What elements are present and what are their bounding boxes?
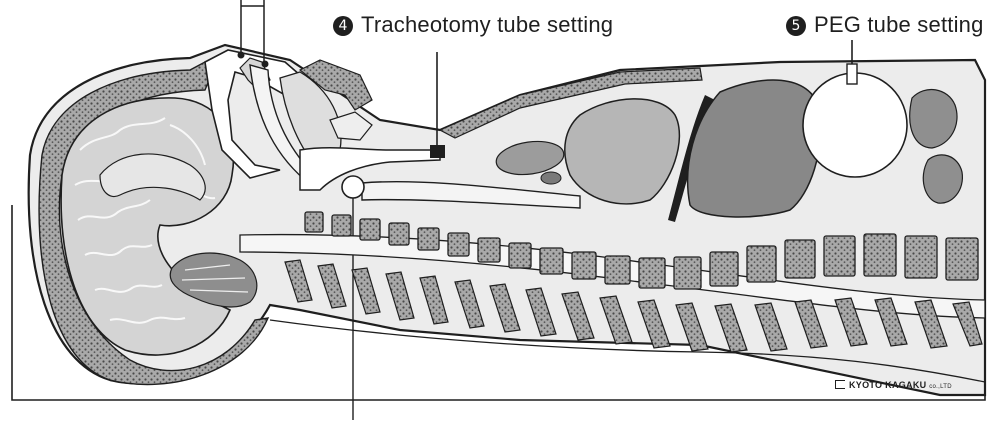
label-number-4: 4: [333, 16, 353, 36]
kyoto-kagaku-logo: KYOTO KAGAKU co.,LTD: [835, 380, 952, 390]
label-peg-text: PEG tube setting: [814, 12, 984, 37]
heart-small-vessel: [541, 172, 561, 184]
label-tracheotomy-text: Tracheotomy tube setting: [361, 12, 613, 37]
logo-name: KYOTO KAGAKU: [849, 380, 926, 390]
label-peg: 5 PEG tube setting: [786, 12, 984, 38]
tracheotomy-tube-icon: [430, 145, 445, 158]
nasal-marker-1: [238, 52, 245, 59]
nasal-marker-2: [262, 61, 269, 68]
label-number-5: 5: [786, 16, 806, 36]
stoma-circle: [342, 176, 364, 198]
lung-left: [565, 99, 680, 204]
stomach: [803, 73, 907, 177]
peg-tube-icon: [847, 64, 857, 84]
logo-suffix: co.,LTD: [929, 384, 952, 390]
logo-mark-icon: [835, 380, 845, 389]
label-tracheotomy: 4 Tracheotomy tube setting: [333, 12, 613, 38]
